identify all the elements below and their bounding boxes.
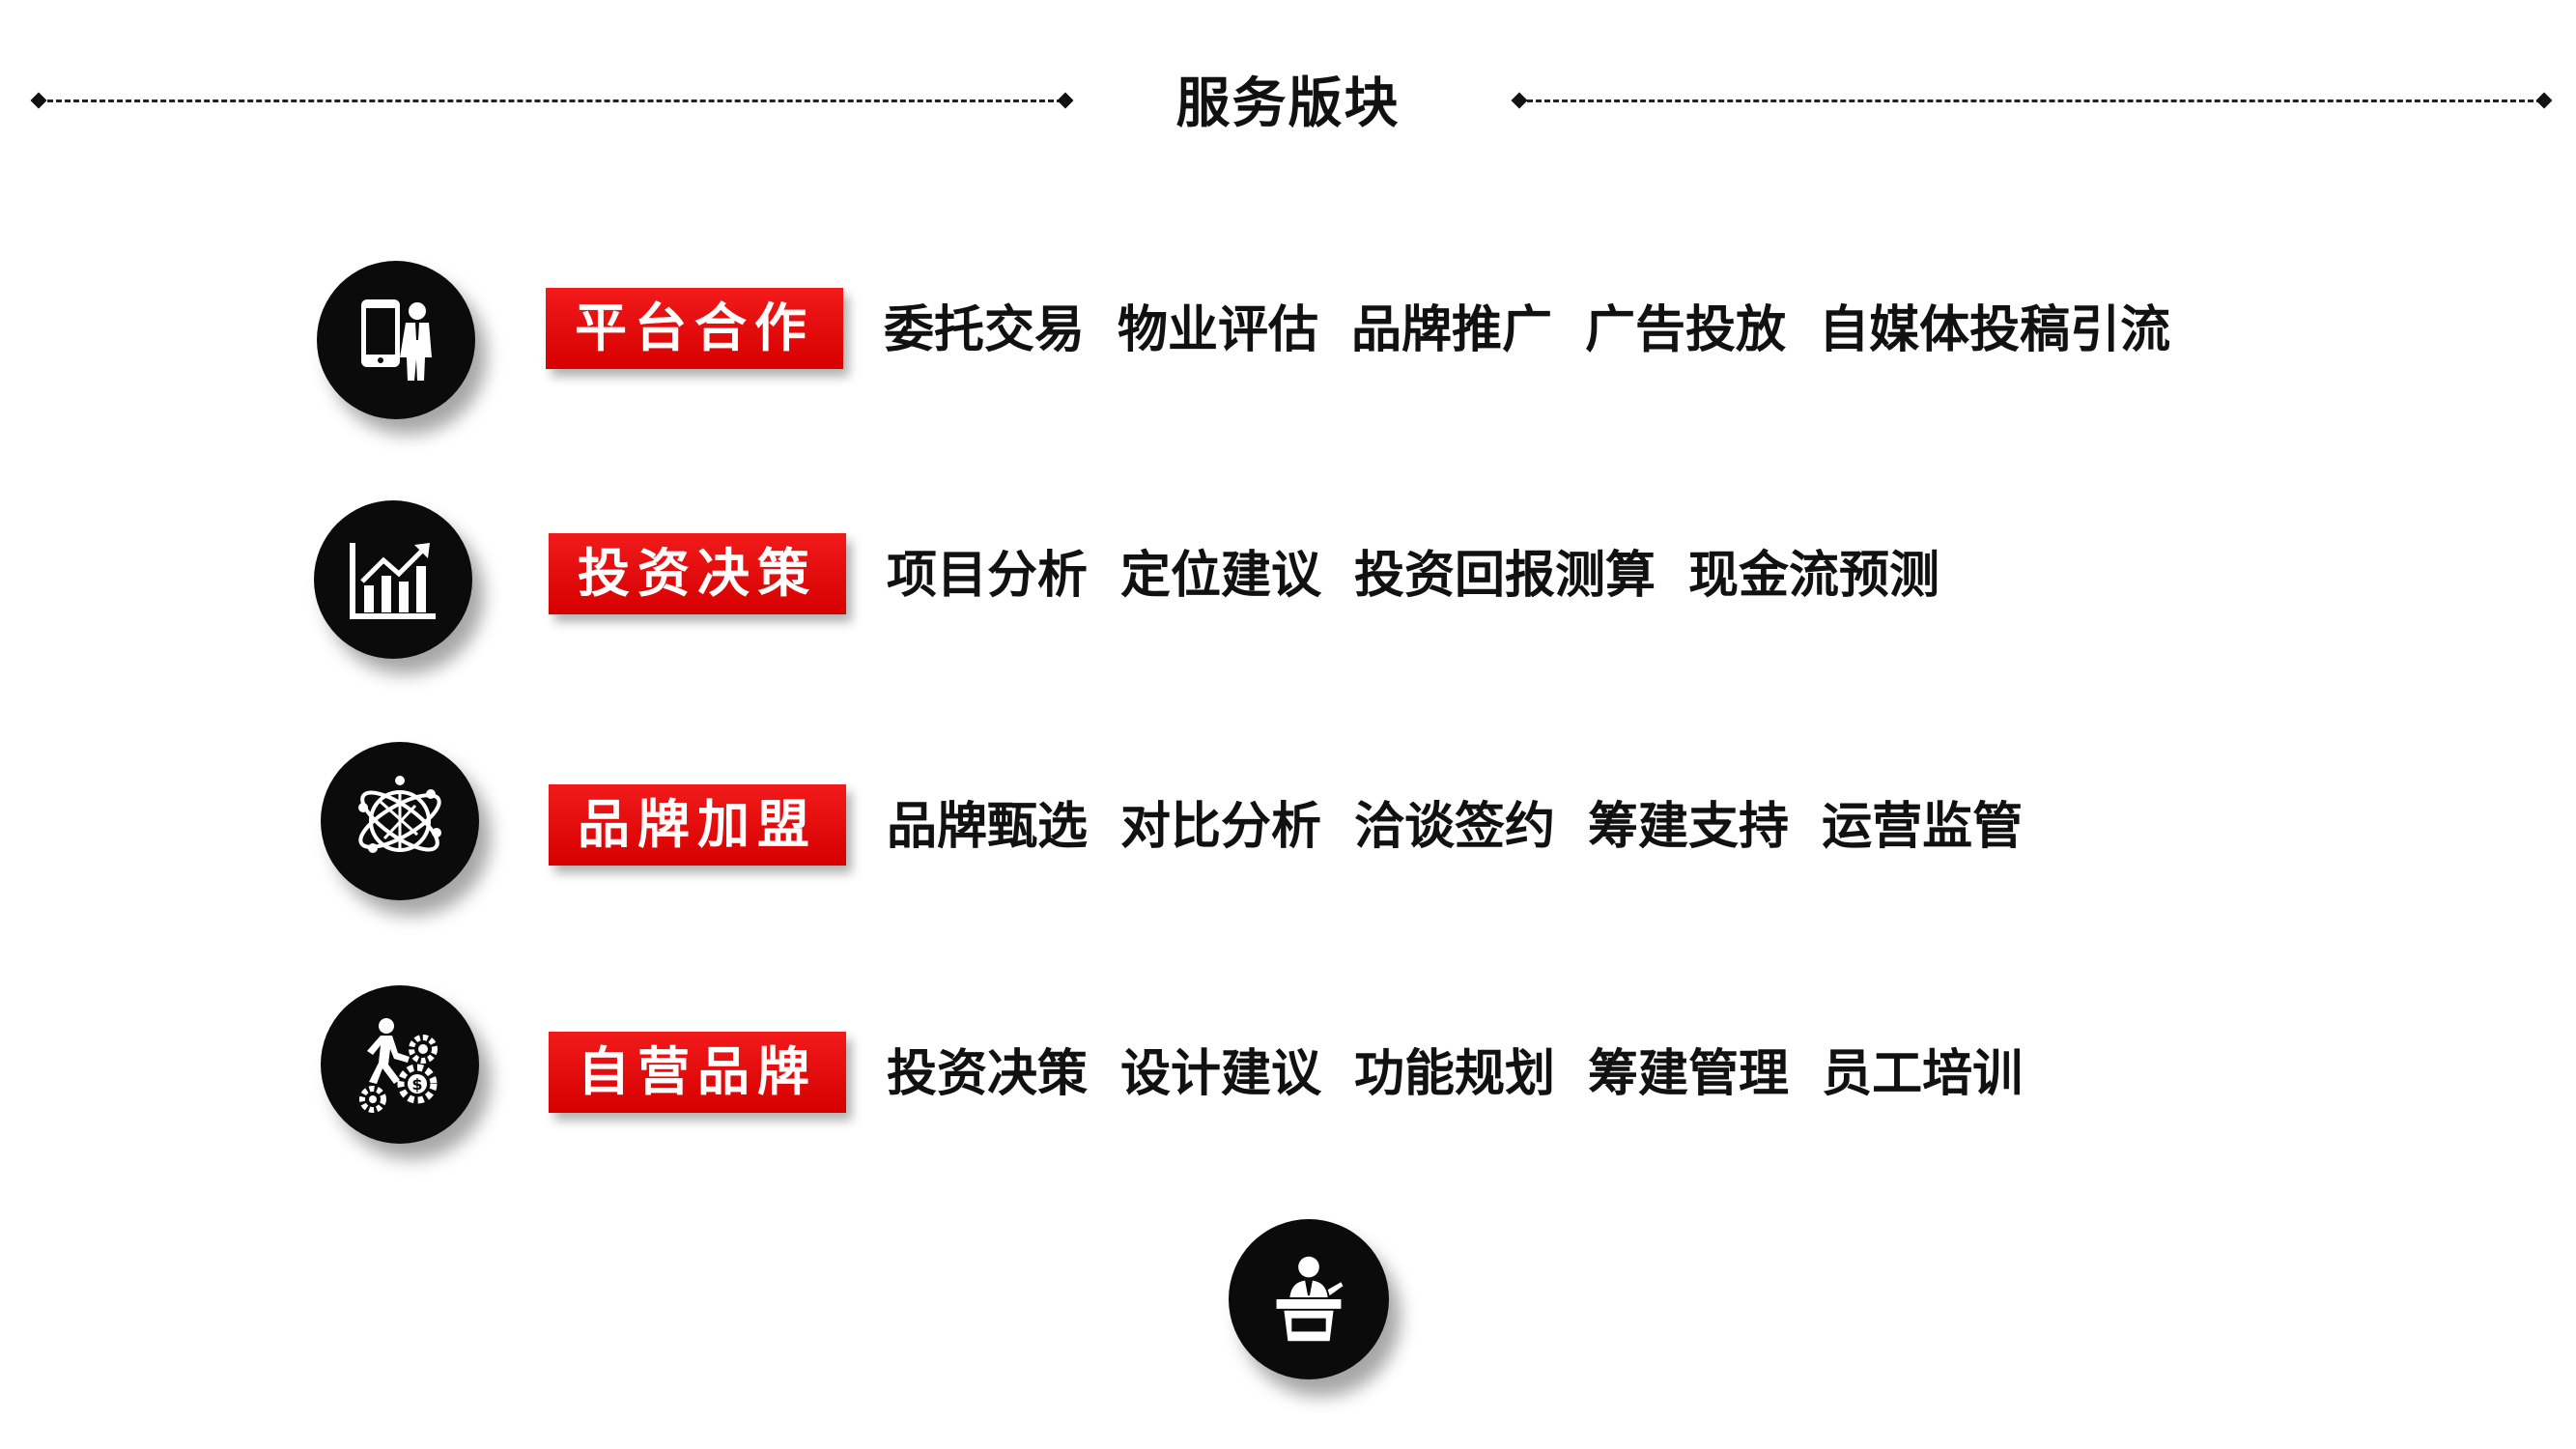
service-item: 物业评估 (1118, 301, 1319, 359)
service-item: 定位建议 (1120, 547, 1322, 605)
svg-text:$: $ (411, 1075, 422, 1094)
service-item: 运营监管 (1822, 798, 2024, 856)
service-item: 筹建支持 (1588, 798, 1790, 856)
service-row-platform: 平台合作 委托交易 物业评估 品牌推广 广告投放 自媒体投稿引流 (0, 261, 2576, 435)
service-items: 品牌甄选 对比分析 洽谈签约 筹建支持 运营监管 (887, 786, 2023, 867)
service-items: 投资决策 设计建议 功能规划 筹建管理 员工培训 (887, 1034, 2023, 1115)
service-item: 品牌甄选 (887, 798, 1089, 856)
service-items: 委托交易 物业评估 品牌推广 广告投放 自媒体投稿引流 (884, 290, 2170, 371)
page-title: 服务版块 (1175, 72, 1401, 135)
service-item: 品牌推广 (1351, 301, 1553, 359)
service-item: 自媒体投稿引流 (1819, 301, 2171, 359)
service-row-own-brand: $ 自营品牌 投资决策 设计建议 功能规划 筹建管理 员工培训 (0, 985, 2576, 1159)
service-item: 员工培训 (1822, 1045, 2024, 1103)
service-tag: 投资决策 (549, 533, 846, 614)
service-item: 洽谈签约 (1354, 798, 1556, 856)
growth-chart-icon (314, 500, 472, 659)
service-item: 投资决策 (887, 1045, 1089, 1103)
service-item: 功能规划 (1354, 1045, 1556, 1103)
speaker-podium-icon (1229, 1219, 1389, 1379)
service-tag: 品牌加盟 (549, 784, 846, 866)
header-divider-left (39, 99, 1062, 102)
person-gears-icon: $ (321, 985, 479, 1144)
network-globe-icon (321, 742, 479, 900)
service-items: 项目分析 定位建议 投资回报测算 现金流预测 (887, 535, 1939, 616)
service-row-franchise: 品牌加盟 品牌甄选 对比分析 洽谈签约 筹建支持 运营监管 (0, 742, 2576, 916)
service-item: 投资回报测算 (1354, 547, 1656, 605)
phone-person-icon (317, 261, 475, 419)
header-divider-right (1518, 99, 2542, 102)
service-item: 现金流预测 (1688, 547, 1940, 605)
service-item: 对比分析 (1120, 798, 1322, 856)
service-tag: 自营品牌 (549, 1032, 846, 1113)
service-item: 筹建管理 (1588, 1045, 1790, 1103)
service-item: 项目分析 (887, 547, 1089, 605)
service-row-investment: 投资决策 项目分析 定位建议 投资回报测算 现金流预测 (0, 500, 2576, 674)
service-item: 广告投放 (1585, 301, 1787, 359)
service-item: 设计建议 (1120, 1045, 1322, 1103)
service-tag: 平台合作 (546, 288, 843, 369)
service-item: 委托交易 (884, 301, 1086, 359)
